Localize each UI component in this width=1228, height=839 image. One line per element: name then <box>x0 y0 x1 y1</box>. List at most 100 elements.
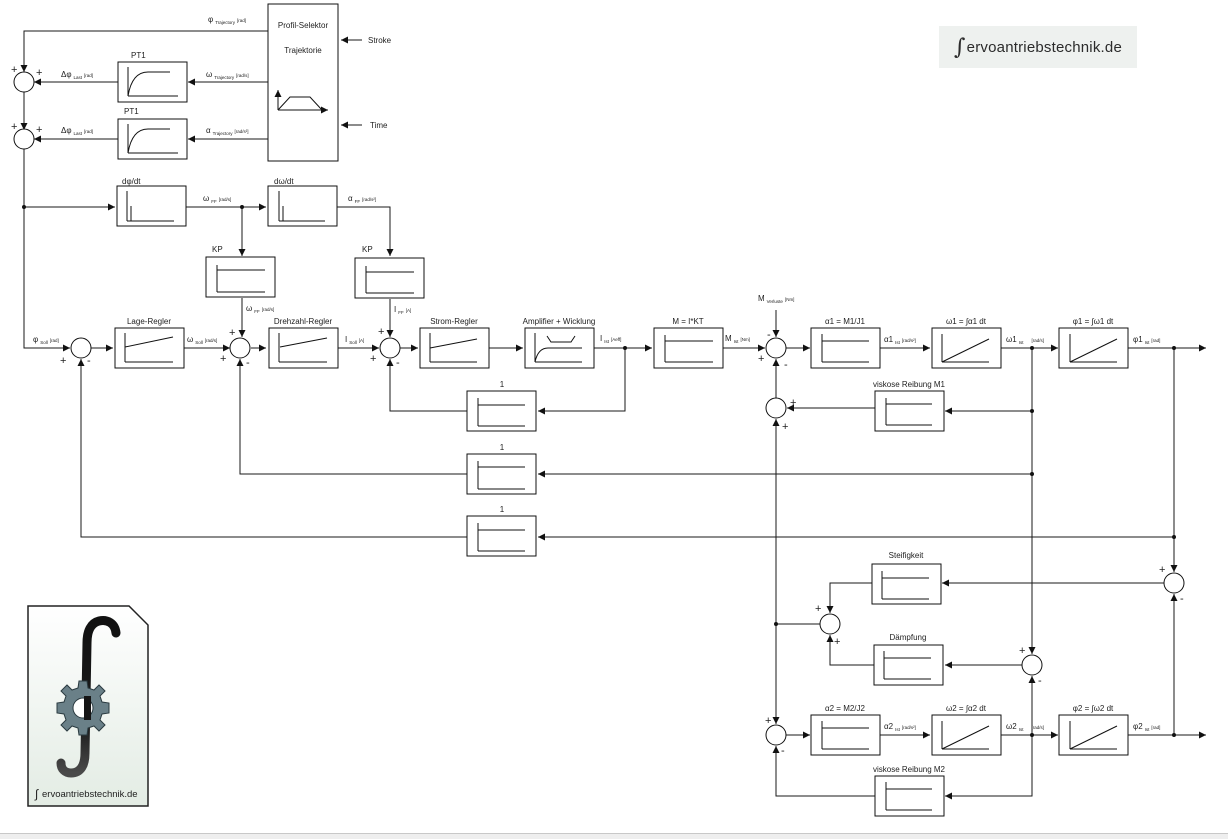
wire-alpha-ff <box>337 206 394 256</box>
alpha2-block-label: α2 = M2/J2 <box>825 704 866 713</box>
pt1-step-response-icon <box>127 128 170 154</box>
sign-plus: + <box>790 397 796 409</box>
drehzahl-regler-label: Drehzahl-Regler <box>274 317 333 326</box>
sign-plus: + <box>11 64 17 76</box>
integrator-ramp-icon <box>941 338 990 363</box>
kp-block-velocity: KP <box>205 245 276 298</box>
integral-icon: ∫ <box>954 34 966 60</box>
sign-plus: + <box>36 124 42 136</box>
brand-text: ervoantriebstechnik.de <box>966 38 1122 56</box>
sign-plus: + <box>60 355 66 367</box>
sign-minus: - <box>767 329 771 341</box>
pt1-step-response-icon <box>127 71 170 97</box>
amplifier-winding-block: Amplifier + Wicklung <box>523 317 596 369</box>
omega1-integrator-block: ω1 = ∫α1 dt <box>931 317 1002 369</box>
sum-junction-coupling <box>819 613 841 635</box>
sum-junction-omega-diff <box>1021 654 1043 676</box>
lage-regler-label: Lage-Regler <box>127 317 171 326</box>
wire-to-visc2 <box>945 735 1033 800</box>
wire-stiffness-out <box>826 582 872 613</box>
card-brand-text: ervoantriebstechnik.de <box>42 789 138 800</box>
sign-minus: - <box>781 745 785 757</box>
sign-plus: + <box>220 353 226 365</box>
pi-ramp-icon <box>124 336 174 348</box>
sign-plus: + <box>815 603 821 615</box>
phi1-block-label: φ1 = ∫ω1 dt <box>1073 317 1114 326</box>
wire-phi-traj <box>20 30 268 72</box>
junction-dot <box>1030 733 1034 737</box>
feedback-gain-position: 1 <box>466 505 537 557</box>
amplifier-label: Amplifier + Wicklung <box>523 317 596 326</box>
sign-plus: + <box>370 353 376 365</box>
omega1-block-label: ω1 = ∫α1 dt <box>946 317 987 326</box>
strom-regler-label: Strom-Regler <box>430 317 478 326</box>
stiffness-block: Steifigkeit <box>871 551 942 605</box>
sign-plus: + <box>1019 645 1025 657</box>
damping-block: Dämpfung <box>873 633 944 686</box>
sum-junction-traj-2 <box>13 128 35 150</box>
junction-dot <box>623 346 627 350</box>
gain-1-label: 1 <box>500 380 505 389</box>
junction-dot <box>1172 733 1176 737</box>
junction-dot <box>774 622 778 626</box>
sign-plus: + <box>229 327 235 339</box>
feedback-gain-current: 1 <box>466 380 537 432</box>
omega2-integrator-block: ω2 = ∫α2 dt <box>931 704 1002 756</box>
sum-junction-position <box>70 337 92 359</box>
sum-junction-torque-m1 <box>765 337 787 359</box>
pt1-b-label: PT1 <box>124 107 139 116</box>
omega2-block-label: ω2 = ∫α2 dt <box>946 704 987 713</box>
dphi-dt-block: dφ/dt <box>116 177 187 227</box>
wire-visc2-out <box>772 746 875 797</box>
pt1-a-label: PT1 <box>131 51 146 60</box>
wire-phi-feedback-sum <box>77 359 467 538</box>
bandpass-icon <box>546 335 576 343</box>
wire-omega-feedback-sum <box>236 359 467 475</box>
phi2-integrator-block: φ2 = ∫ω2 dt <box>1058 704 1129 756</box>
torque-constant-block: M = I*KT <box>653 317 724 369</box>
junction-dot <box>1172 535 1176 539</box>
sum-junction-velocity <box>229 337 251 359</box>
wire-i-feedback-sum <box>386 359 467 412</box>
junction-dot <box>22 205 26 209</box>
alpha1-block-label: α1 = M1/J1 <box>825 317 866 326</box>
viewer-bottom-bar <box>0 833 1228 839</box>
junction-dot <box>1030 346 1034 350</box>
signal-lines <box>20 30 1206 800</box>
sum-junction-traj-1 <box>13 71 35 93</box>
sign-plus: + <box>11 121 17 133</box>
junction-dot <box>240 205 244 209</box>
kp-block-current: KP <box>354 245 425 299</box>
wire-damping-out <box>826 635 875 666</box>
sign-plus: + <box>378 326 384 338</box>
junction-dot <box>1030 472 1034 476</box>
sign-plus: + <box>834 636 840 648</box>
domega-dt-block: dω/dt <box>267 177 338 227</box>
sum-junction-torque-m2 <box>765 724 787 746</box>
junction-dot <box>1172 346 1176 350</box>
sign-minus: - <box>1038 675 1042 687</box>
wire-phi-soll <box>23 149 70 352</box>
viscous-friction-m1-block: viskose Reibung M1 <box>873 380 946 432</box>
wire-phi-feedback <box>538 348 1175 541</box>
sign-minus: - <box>246 357 250 369</box>
junction-dot <box>1030 409 1034 413</box>
sign-plus: + <box>765 715 771 727</box>
gain-3-label: 1 <box>500 505 505 514</box>
trapezoid-profile-icon <box>274 90 328 114</box>
alpha2-block: α2 = M2/J2 <box>810 704 881 756</box>
speed-controller-block: Drehzahl-Regler <box>268 317 339 369</box>
pi-ramp-icon <box>429 338 478 349</box>
